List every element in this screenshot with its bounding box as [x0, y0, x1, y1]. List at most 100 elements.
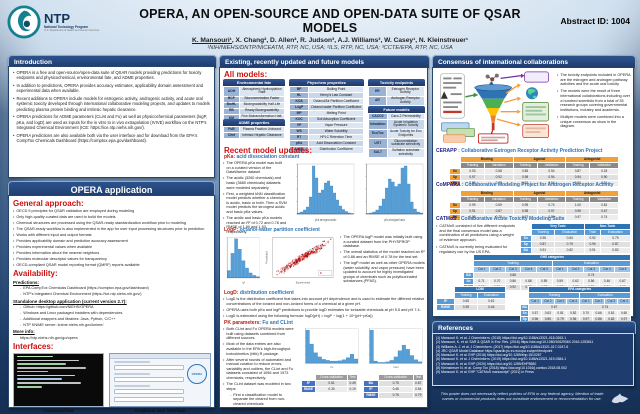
row-label-cell: BA [520, 246, 532, 254]
bullet-marker: • [223, 327, 225, 331]
bullet-marker: - [20, 292, 22, 297]
standalone-items: -Github: https://github.com/NIEHS/OPERA-… [20, 305, 210, 328]
bullet-marker: • [340, 250, 342, 255]
bullet-marker: • [13, 221, 15, 226]
bullet-item: •Both CLint and Fu OPERA models were bui… [223, 327, 296, 341]
bullet-marker: • [223, 216, 225, 221]
value-cell: 0.91 [584, 246, 601, 254]
bullet-text: The OPERA logP model was initially built… [343, 235, 423, 249]
bullet-item: •OPERA is a free and open-source/open-da… [13, 70, 210, 81]
bullet-text: First a classification model to separate… [233, 392, 286, 406]
bullet-item: •The OPERA pKa model was built on a cura… [223, 161, 287, 175]
pka-bullets: •The OPERA pKa model was built on a cura… [223, 161, 287, 236]
bullet-text: Additional wrappers and libraries: Java,… [23, 316, 116, 321]
compara-name: CoMPARA [436, 182, 461, 188]
bullet-marker: - [20, 322, 22, 327]
bullet-marker: • [223, 297, 225, 301]
svg-text:CLint: CLint [393, 366, 398, 369]
value-cell: 0.83 [599, 246, 632, 254]
section-header-models: Existing, recently updated and future mo… [219, 55, 430, 68]
svg-text:Experimental: Experimental [296, 280, 311, 284]
bullet-item: •Only high-quality curated data are used… [13, 215, 210, 220]
bullet-marker: • [13, 257, 15, 262]
bullet-item: •The acidic and basic pKa models reached… [223, 216, 287, 235]
first-author: K. Mansouri¹ [191, 37, 232, 44]
logd-subheading: LogD: distribution coefficient [224, 290, 294, 296]
title-block: OPERA, AN OPEN-SOURCE AND OPEN-DATA SUIT… [125, 7, 535, 51]
pk-bullets: •Both CLint and Fu OPERA models were bui… [223, 327, 296, 391]
table-cell: Acute Inhalation Systemic Toxicity [386, 119, 426, 130]
bullet-item: •OECD-compliant QSAR model reporting for… [13, 263, 210, 268]
introduction-panel: •OPERA is a free and open-source/open-da… [8, 66, 215, 178]
pka-subheading: pKa: acid dissociation constant [224, 154, 299, 160]
introduction-bullets: •OPERA is a free and open-source/open-da… [13, 70, 210, 143]
table-cell: Sulfation substrate selectivity [386, 147, 426, 159]
table-cell: Androgen Receptor Activity [385, 95, 426, 106]
bullet-marker: • [13, 227, 15, 232]
table-cell: ER [368, 86, 387, 97]
eagle-icon [611, 393, 629, 404]
bullet-item: •The OPERA logP model was initially buil… [340, 235, 425, 249]
table-cell: Inhalation [368, 119, 388, 130]
table-cell: Caco-2 Permeability [386, 112, 426, 121]
reference-item: (8) Kleinstreuer N. et al. Comp Tox (201… [436, 365, 567, 370]
value-cell: 0.97 [565, 213, 591, 221]
bullet-text: Provides applicability domain and predic… [16, 239, 128, 244]
table-cell: Ready Biodegradability [238, 107, 286, 115]
bullet-item: •OECD 5 principles for QSAR validation a… [13, 209, 210, 214]
bullet-item: -Github: https://github.com/NIEHS/OPERA [20, 305, 210, 310]
bullet-item: -Additional wrappers and libraries: Java… [20, 317, 210, 322]
table-cell: Acute Toxicity for Eco Endpoints [386, 128, 426, 140]
general-approach-heading: General approach: [13, 199, 84, 208]
bullet-marker: • [223, 313, 225, 318]
predictions-label: Predictions: [13, 280, 40, 286]
value-cell: 0.91 [530, 246, 556, 254]
value-cell: 0.75 [377, 391, 414, 399]
bullet-text: CATMoS is currently being evaluated for … [439, 245, 508, 254]
opera-badge: OPERA [187, 363, 207, 384]
compara-heading: CoMPARA : Collaborative Modeling Project… [436, 182, 613, 188]
bullet-marker: - [20, 316, 22, 321]
bullet-text: The overall statistics of the model reac… [343, 250, 425, 259]
literature-data-box [477, 133, 509, 144]
pk-desc: Fu and CLint [262, 320, 293, 326]
logp-bullets: •The OPERA logP model was initially buil… [340, 235, 425, 285]
svg-text:logP: logP [242, 282, 245, 285]
table-cell: UGT [368, 138, 388, 149]
section-header-introduction: Introduction [8, 55, 217, 68]
bullet-text: Provides experimental values when availa… [16, 245, 93, 250]
bullet-text: NTP's Integrated Chemical Environment (h… [23, 292, 142, 297]
bullet-item: •Chemical structures are processed using… [13, 221, 210, 226]
bullet-item: •The QSAR-ready workflow is also impleme… [13, 227, 210, 232]
bullet-item: •CATMoS is currently being evaluated for… [436, 245, 516, 254]
bullet-marker: - [20, 304, 22, 309]
bullet-text: OPERA predictions are also available bot… [16, 132, 198, 143]
value-cell: 0.82 [554, 246, 586, 254]
recent-updates-heading: Recent model updates: [224, 146, 313, 155]
bullet-item: •Works with different input and output f… [13, 233, 210, 238]
bullet-item: •Provides applicability domain and predi… [13, 239, 210, 244]
bullet-marker: • [223, 307, 225, 312]
consensus-panel: •The toxicity endpoints included in OPER… [432, 67, 634, 323]
bullet-marker: • [436, 224, 438, 228]
bullet-text: In addition to predictions, OPERA provid… [16, 83, 204, 94]
reference-item: (6) Mansouri K. et al. J Cheminform. (20… [436, 357, 567, 362]
table-cell: EcoTox [368, 128, 388, 140]
consensus-bullets: •The toxicity endpoints included in OPER… [557, 73, 631, 131]
svg-text:pKa strongest basic: pKa strongest basic [384, 217, 405, 222]
model-table-title: Toxicity endpoints [368, 79, 425, 86]
bullet-marker: - [20, 310, 22, 315]
value-cell: 0.79 [412, 391, 424, 399]
bullet-item: •LogD is estimated using the following f… [223, 314, 425, 319]
bullet-marker: • [13, 215, 15, 220]
bullet-marker: - [230, 392, 232, 397]
